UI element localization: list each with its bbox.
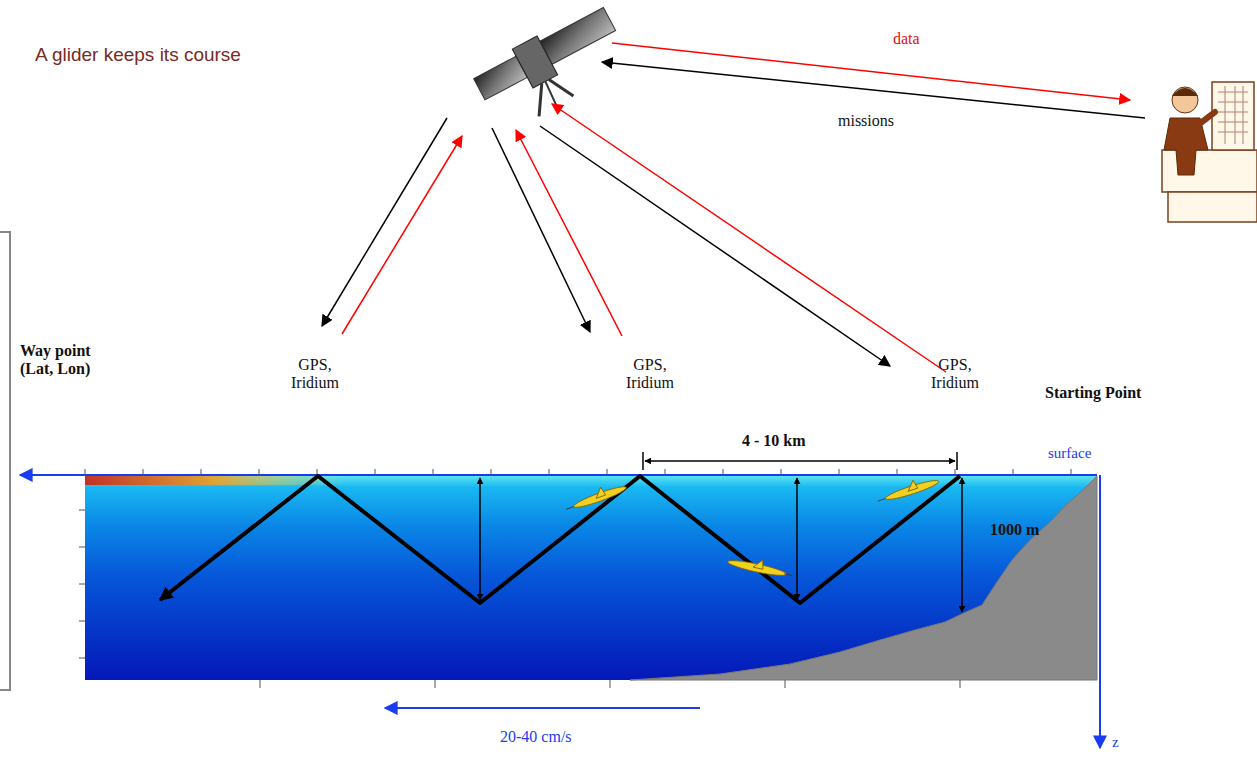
surfacing-label: GPS, Iridium [614, 356, 686, 393]
distance-dimension [643, 452, 957, 470]
satellite-links [322, 104, 946, 372]
axis-label: z [1112, 734, 1119, 751]
axis-ticks [79, 469, 1071, 688]
glider-icons [563, 473, 940, 580]
surfacing-label: GPS, Iridium [279, 356, 351, 393]
current-arrow [385, 707, 700, 709]
missions-label: missions [838, 112, 894, 130]
surface-axis [20, 474, 1097, 476]
glider-trajectory [160, 476, 960, 603]
distance-label: 4 - 10 km [742, 432, 806, 450]
start-label: Starting Point [1045, 384, 1141, 402]
ocean-section [85, 475, 1097, 680]
satellite-icon [470, 2, 637, 140]
surfacing-label: GPS, Iridium [919, 356, 991, 393]
current-label: 20-40 cm/s [500, 728, 572, 746]
missions-arrow [602, 62, 1145, 118]
diagram-title: A glider keeps its course [35, 44, 241, 66]
surface-label: surface [1048, 445, 1091, 462]
data-label: data [893, 30, 920, 48]
computer-operator-icon [1162, 82, 1257, 222]
depth-label: 1000 m [990, 521, 1039, 539]
depth-axis [1099, 475, 1101, 748]
depth-arrows [480, 478, 962, 612]
frame-edge [0, 232, 10, 690]
waypoint-label: Way point (Lat, Lon) [20, 342, 120, 379]
